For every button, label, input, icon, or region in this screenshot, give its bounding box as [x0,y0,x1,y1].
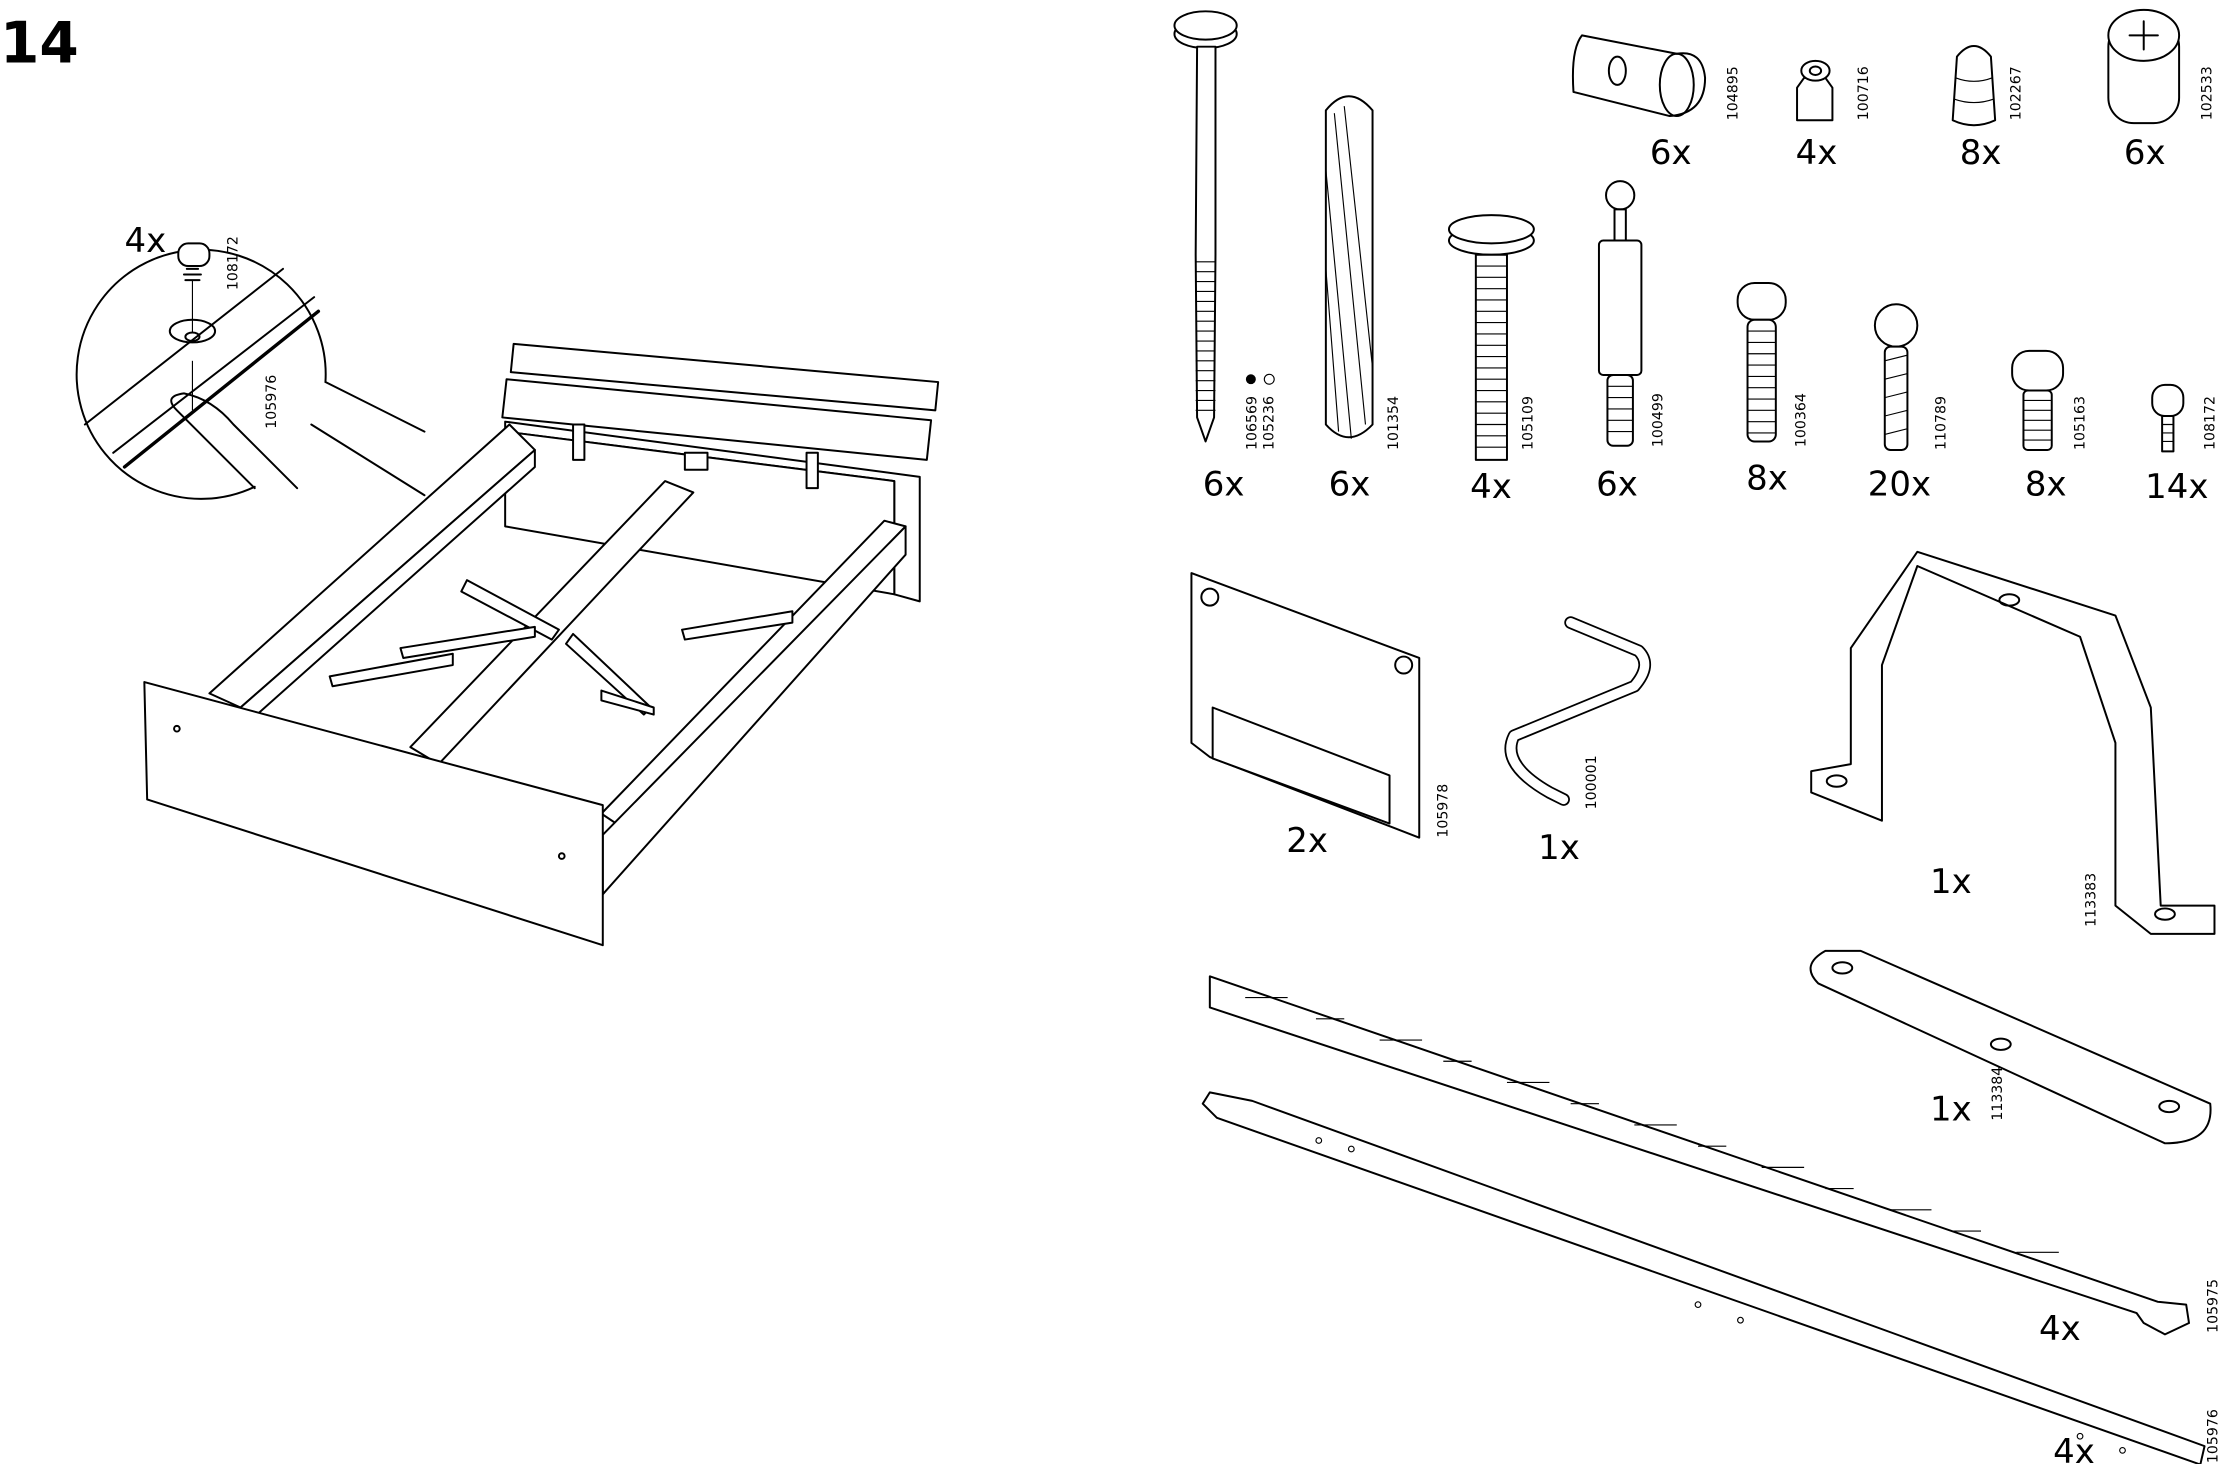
screw-icon [177,242,211,268]
part-101354: 101354 [1386,396,1402,450]
barrel-nut-104895 [1571,34,1707,118]
plate-105978 [1190,572,1421,839]
count-113383: 1x [1930,862,1972,902]
part-105976: 105976 [2205,1409,2219,1463]
count-105109: 4x [1470,467,1512,507]
callout-screw-part: 108172 [226,236,242,290]
count-105163: 8x [2025,464,2067,504]
detail-callout: 4x 108172 105976 [75,221,426,500]
screw-105163 [2011,349,2065,451]
count-105976: 4x [2053,1432,2095,1464]
part-110789: 110789 [1934,396,1950,450]
part-113384: 113384 [1990,1067,2006,1121]
cam-lock-102533 [2107,8,2181,125]
count-106569: 6x [1203,464,1245,504]
allen-key-100001 [1504,616,1651,806]
part-105163: 105163 [2072,396,2088,450]
bed-frame-illustration [143,342,940,947]
part-106569: 106569 [1245,396,1261,450]
count-104895: 6x [1650,133,1692,173]
parts-list: 2x 105978 1x 100001 1x 113383 1x 113384 … [1190,550,2219,1464]
count-100716: 4x [1796,133,1838,173]
slotted-rail-105975 [1208,975,2190,1336]
count-110789: 20x [1868,464,1931,504]
count-105978: 2x [1286,821,1328,861]
count-105975: 4x [2039,1309,2081,1349]
part-100364: 100364 [1794,393,1810,447]
bolt-105109 [1447,214,1535,461]
count-113384: 1x [1930,1090,1972,1130]
part-105109: 105109 [1520,396,1536,450]
count-100364: 8x [1746,459,1788,499]
part-104895: 104895 [1726,66,1742,120]
part-102533: 102533 [2200,66,2216,120]
screw-108172 [2151,383,2185,453]
count-100001: 1x [1538,828,1580,868]
step-number: 14 [0,10,79,76]
count-102533: 6x [2124,133,2166,173]
count-100499: 6x [1596,464,1638,504]
bolt-106569 [1173,10,1275,443]
part-100499: 100499 [1651,393,1667,447]
part-100716: 100716 [1856,66,1872,120]
callout-rail-part: 105976 [264,375,280,429]
count-108172: 14x [2145,467,2208,507]
count-102267: 8x [1960,133,2002,173]
part-113383: 113383 [2084,873,2100,927]
screw-100364 [1736,282,1787,443]
hole-rail-105976 [1201,1091,2206,1464]
nut-100716 [1796,59,1834,122]
callout-count: 4x [125,221,167,261]
part-102267: 102267 [2009,66,2025,120]
part-100001: 100001 [1584,755,1600,809]
flat-bar-113384 [1809,949,2212,1145]
bracket-113383 [1810,550,2216,935]
hardware-list: 6x 106569 105236 6x 101354 4x 105109 6x … [1173,8,2218,507]
count-101354: 6x [1329,464,1371,504]
part-105978: 105978 [1436,784,1452,838]
part-108172: 108172 [2202,396,2218,450]
part-105236: 105236 [1261,396,1277,450]
cam-bolt-100499 [1597,180,1643,447]
part-105975: 105975 [2205,1279,2219,1333]
screw-110789 [1873,303,1919,451]
plug-102267 [1951,45,1997,127]
dowel-101354 [1324,95,1374,439]
